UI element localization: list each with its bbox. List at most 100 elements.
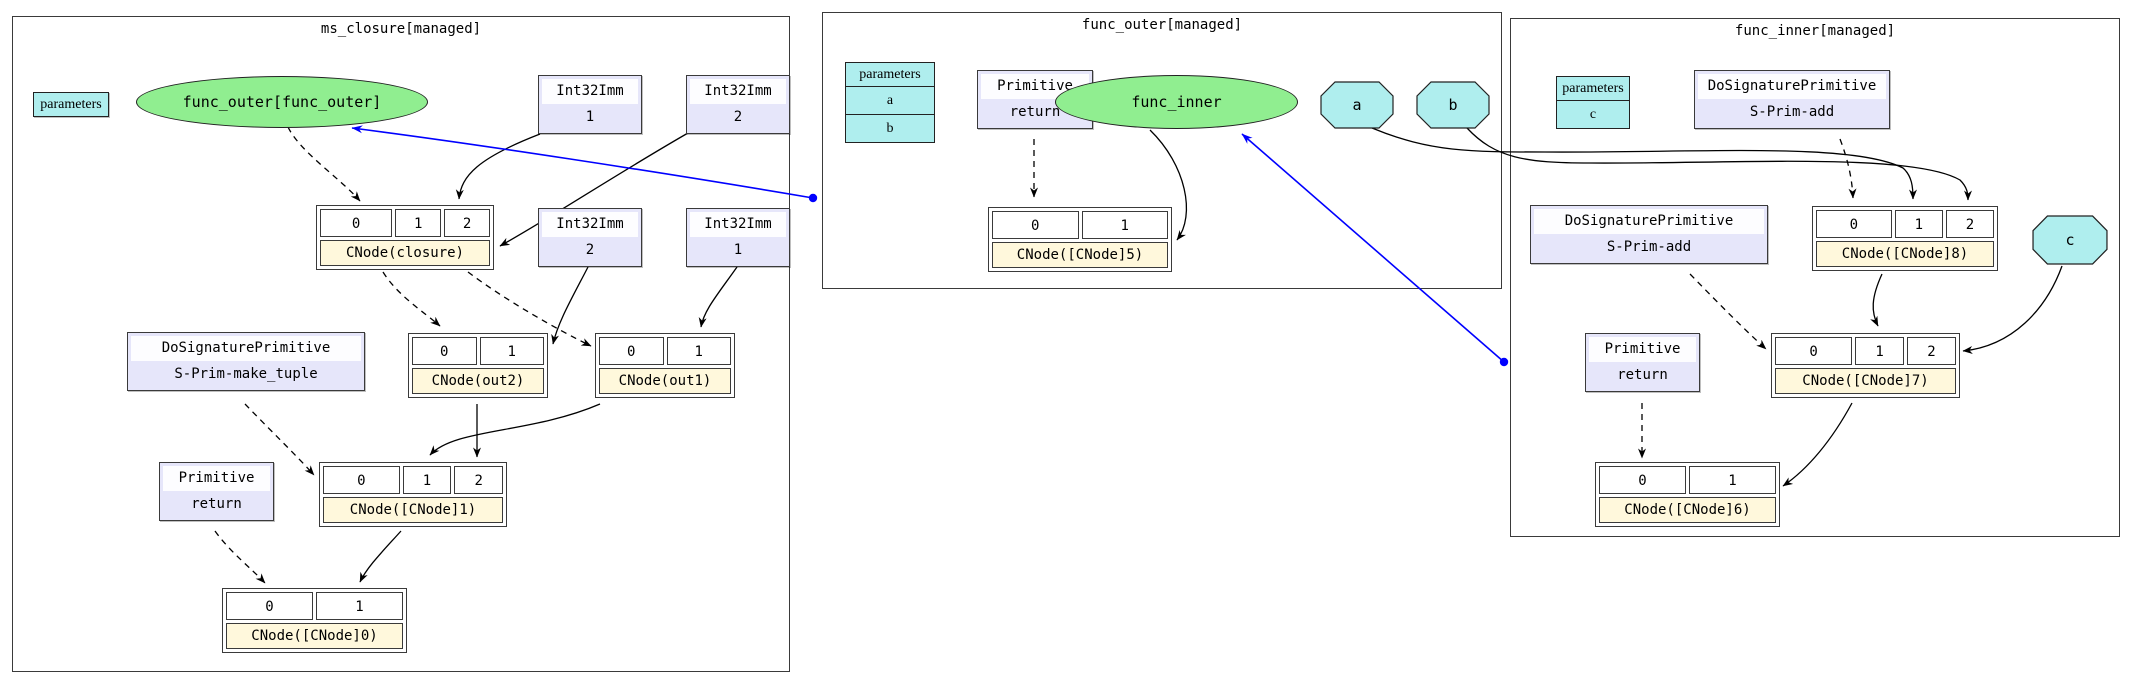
graph-node-func-outer: func_outer[func_outer] (136, 76, 428, 128)
value-node-int32imm-1: Int32Imm 1 (538, 75, 642, 134)
cnode-label: CNode(out1) (599, 368, 731, 394)
graph-node-func-inner-label: func_inner (1131, 93, 1222, 111)
primitive-node-type: Primitive (163, 466, 270, 491)
port-0: 0 (323, 466, 400, 494)
primitive-node-type: DoSignaturePrimitive (131, 336, 361, 361)
port-1: 1 (316, 592, 403, 620)
parameters-header: parameters (859, 67, 921, 82)
primitive-node-type: Primitive (981, 74, 1089, 99)
cnode-7: 0 1 2 CNode([CNode]7) (1771, 333, 1960, 398)
port-2: 2 (1907, 337, 1956, 365)
cluster-ms-closure-title: ms_closure[managed] (320, 21, 482, 37)
cnode-label: CNode([CNode]7) (1775, 368, 1956, 394)
edge-cnode1-to-cnode0-1 (359, 530, 402, 583)
port-2: 2 (444, 209, 490, 237)
edge-out1-to-cnode1-1 (429, 403, 601, 456)
primitive-node-type: DoSignaturePrimitive (1534, 209, 1764, 234)
cnode-label: CNode([CNode]8) (1816, 241, 1994, 267)
cnode-label: CNode(out2) (412, 368, 544, 394)
port-2: 2 (454, 466, 504, 494)
edge-closure-to-out1-0 (467, 271, 592, 347)
edge-cnode8-to-cnode7-1 (1870, 273, 1883, 327)
edge-maketuple-to-cnode1-0 (244, 403, 315, 476)
edge-addtop-to-cnode8-0 (1839, 138, 1857, 199)
cnode-ports: 0 1 (599, 337, 731, 365)
parameter-b: b (846, 114, 934, 142)
port-2: 2 (1945, 210, 1994, 238)
cnode-8: 0 1 2 CNode([CNode]8) (1812, 206, 1998, 271)
octagon-shape (2032, 215, 2108, 265)
parameters-table-func-inner: parameters c (1556, 76, 1630, 129)
edge-funcinner-to-cnode5-1 (1149, 129, 1188, 241)
port-1: 1 (666, 337, 731, 365)
parameters-box-ms-closure: parameters (33, 92, 109, 117)
value-node-type: Int32Imm (690, 212, 786, 237)
cnode-6: 0 1 CNode([CNode]6) (1595, 462, 1780, 527)
parameter-octagon-a-label: a (1352, 96, 1362, 114)
cnode-ports: 0 1 2 (320, 209, 490, 237)
primitive-node-name: S-Prim-make_tuple (174, 366, 318, 382)
edge-imm2b-to-out2-1 (551, 266, 589, 345)
port-1: 1 (395, 209, 442, 237)
primitive-node-type: DoSignaturePrimitive (1698, 74, 1886, 99)
primitive-node-add-mid: DoSignaturePrimitive S-Prim-add (1530, 205, 1768, 264)
value-node-int32imm-2b: Int32Imm 2 (538, 208, 642, 267)
port-1: 1 (1894, 210, 1943, 238)
primitive-node-name: return (191, 496, 242, 512)
primitive-node-name: S-Prim-add (1749, 104, 1835, 120)
graph-node-func-outer-label: func_outer[func_outer] (182, 93, 382, 111)
primitive-node-name: return (1617, 367, 1668, 383)
edge-blue-funcinner-ref (1241, 133, 1509, 367)
value-node-type: Int32Imm (542, 212, 638, 237)
parameter-octagon-a: a (1320, 81, 1394, 129)
port-1: 1 (1855, 337, 1905, 365)
cnode-label: CNode(closure) (320, 240, 490, 266)
octagon-shape (1320, 81, 1394, 129)
value-node-type: Int32Imm (690, 79, 786, 104)
port-1: 1 (402, 466, 452, 494)
cnode-ports: 0 1 (992, 211, 1168, 239)
value-node-value: 1 (585, 109, 595, 125)
primitive-node-make-tuple: DoSignaturePrimitive S-Prim-make_tuple (127, 332, 365, 391)
edge-blue-funcouter-ref (351, 125, 818, 203)
parameters-table-func-outer: parameters a b (845, 62, 935, 143)
port-1: 1 (1689, 466, 1776, 494)
cnode-5: 0 1 CNode([CNode]5) (988, 207, 1172, 272)
cnode-label: CNode([CNode]1) (323, 497, 503, 523)
octagon-shape (1416, 81, 1490, 129)
parameter-octagon-c: c (2032, 215, 2108, 265)
port-1: 1 (479, 337, 544, 365)
parameter-a: a (846, 86, 934, 114)
port-0: 0 (1816, 210, 1892, 238)
cluster-func-inner: func_inner[managed] (1510, 18, 2120, 537)
value-node-type: Int32Imm (542, 79, 638, 104)
cnode-out1: 0 1 CNode(out1) (595, 333, 735, 398)
primitive-node-return-inner: Primitive return (1585, 333, 1700, 392)
parameter-octagon-c-label: c (2065, 231, 2075, 249)
cnode-ports: 0 1 (412, 337, 544, 365)
port-0: 0 (599, 337, 664, 365)
value-node-int32imm-2: Int32Imm 2 (686, 75, 790, 134)
cnode-out2: 0 1 CNode(out2) (408, 333, 548, 398)
value-node-int32imm-1b: Int32Imm 1 (686, 208, 790, 267)
edge-imm1b-to-out1-1 (698, 266, 738, 328)
cnode-label: CNode([CNode]5) (992, 242, 1168, 268)
cnode-label: CNode([CNode]0) (226, 623, 403, 649)
edge-addmid-to-cnode7-0 (1689, 273, 1767, 350)
port-0: 0 (1599, 466, 1686, 494)
cnode-ports: 0 1 (1599, 466, 1776, 494)
cnode-ports: 0 1 (226, 592, 403, 620)
value-node-value: 1 (733, 242, 743, 258)
primitive-node-name: return (1009, 104, 1061, 120)
port-0: 0 (226, 592, 313, 620)
port-0: 0 (1775, 337, 1853, 365)
edge-funcouter-to-closure-0 (287, 126, 361, 202)
edge-return-to-cnode0-0 (214, 530, 266, 584)
parameter-octagon-b: b (1416, 81, 1490, 129)
cnode-1: 0 1 2 CNode([CNode]1) (319, 462, 507, 527)
cnode-ports: 0 1 2 (323, 466, 504, 494)
cnode-closure: 0 1 2 CNode(closure) (316, 205, 494, 270)
value-node-value: 2 (733, 109, 743, 125)
primitive-node-return-ms: Primitive return (159, 462, 274, 521)
